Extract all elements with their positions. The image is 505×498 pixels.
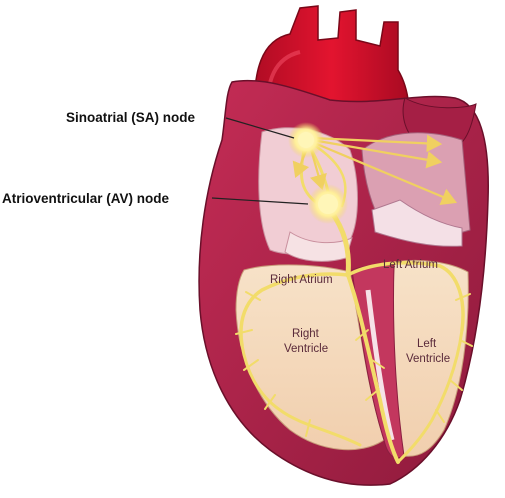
sa-node-label: Sinoatrial (SA) node (66, 110, 195, 126)
left-ventricle-label-line1: Left (417, 338, 437, 350)
left-atrium-label: Left Atrium (383, 259, 438, 271)
left-atrium-cavity (362, 133, 470, 247)
left-ventricle-label-line2: Ventricle (406, 353, 450, 365)
sa-node (288, 122, 324, 158)
right-atrium-label: Right Atrium (270, 274, 333, 286)
right-ventricle-label-line1: Right (292, 328, 320, 340)
av-node-label: Atrioventricular (AV) node (2, 191, 169, 207)
av-node (308, 184, 348, 224)
right-ventricle-label-line2: Ventricle (284, 343, 328, 355)
